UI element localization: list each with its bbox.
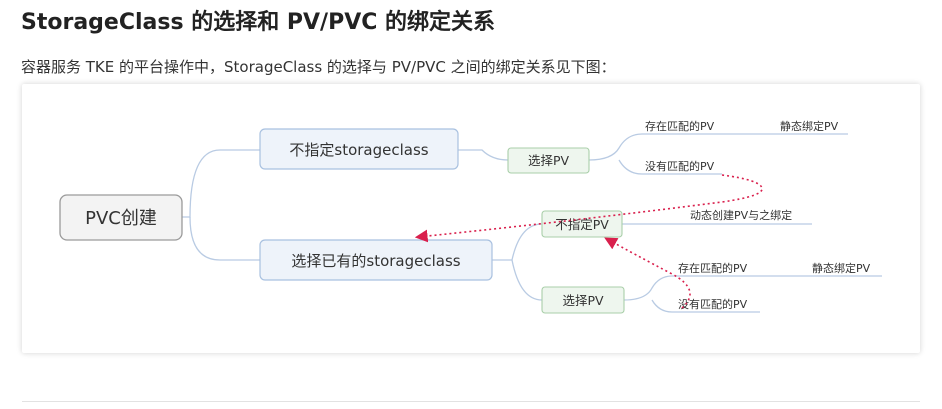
node-existing-storageclass: 选择已有的storageclass (259, 239, 493, 281)
svg-text:选择PV: 选择PV (528, 153, 570, 168)
mindmap-svg: PVC创建 不指定storageclass 选择已有的storageclass … (59, 119, 882, 314)
label-no-match-top: 没有匹配的PV (645, 159, 715, 173)
svg-text:不指定PV: 不指定PV (555, 217, 609, 232)
arrow-to-existing-storageclass (414, 174, 763, 243)
label-no-match-bottom: 没有匹配的PV (678, 297, 748, 311)
label-has-match-top: 存在匹配的PV (645, 119, 715, 133)
binding-diagram: PVC创建 不指定storageclass 选择已有的storageclass … (22, 84, 920, 353)
section-divider (22, 401, 920, 402)
label-dynamic-create: 动态创建PV与之绑定 (690, 208, 792, 222)
connectors (182, 133, 882, 313)
svg-text:不指定storageclass: 不指定storageclass (289, 141, 428, 159)
arrow-to-no-pv (604, 237, 691, 309)
node-select-pv-top: 选择PV (507, 147, 590, 174)
label-has-match-bottom: 存在匹配的PV (678, 261, 748, 275)
node-no-pv: 不指定PV (541, 210, 623, 238)
node-select-pv-bottom: 选择PV (541, 286, 625, 314)
page-title: StorageClass 的选择和 PV/PVC 的绑定关系 (21, 10, 496, 35)
label-static-bind-bottom: 静态绑定PV (812, 261, 871, 275)
svg-text:选择已有的storageclass: 选择已有的storageclass (291, 252, 460, 270)
node-no-storageclass: 不指定storageclass (259, 128, 459, 170)
svg-text:PVC创建: PVC创建 (85, 208, 157, 229)
svg-text:选择PV: 选择PV (562, 293, 604, 308)
intro-paragraph: 容器服务 TKE 的平台操作中，StorageClass 的选择与 PV/PVC… (21, 58, 616, 76)
label-static-bind-top: 静态绑定PV (780, 119, 839, 133)
root-node: PVC创建 (59, 194, 183, 241)
